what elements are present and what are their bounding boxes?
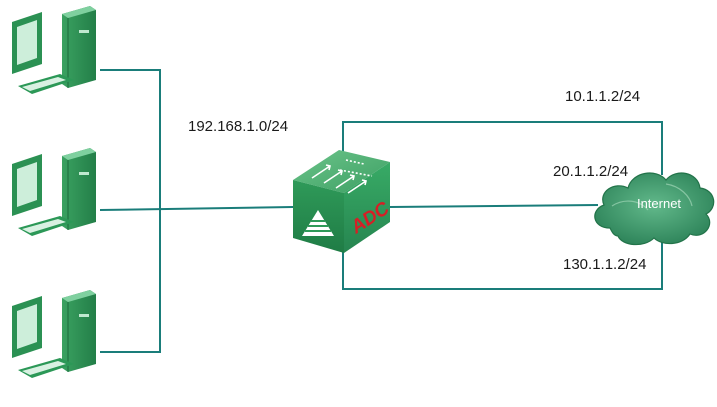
arrows-icon <box>311 159 373 194</box>
wan-link-top <box>342 121 663 175</box>
host2-link <box>99 206 294 211</box>
desktop-computer-icon <box>12 6 96 94</box>
link-label-bottom: 130.1.1.2/24 <box>563 256 647 273</box>
wan-link-middle <box>389 204 599 208</box>
host-computer-2 <box>12 148 96 236</box>
host-bus-line <box>100 69 161 353</box>
pyramid-icon <box>302 210 334 236</box>
cloud-label: Internet <box>636 196 682 211</box>
cube-right-face <box>344 162 390 253</box>
adc-device: ADC <box>293 150 393 253</box>
internet-cloud <box>594 172 715 246</box>
host-computer-1 <box>12 6 96 94</box>
wan-link-bottom <box>342 240 663 290</box>
desktop-computer-icon <box>12 148 96 236</box>
connection-lines <box>99 69 663 353</box>
cloud-icon <box>594 172 715 246</box>
subnet-label: 192.168.1.0/24 <box>188 118 289 135</box>
link-label-top: 10.1.1.2/24 <box>565 88 641 105</box>
adc-switch-icon: ADC <box>293 150 393 253</box>
desktop-computer-icon <box>12 290 96 378</box>
host-computer-3 <box>12 290 96 378</box>
link-label-middle: 20.1.1.2/24 <box>553 163 629 180</box>
